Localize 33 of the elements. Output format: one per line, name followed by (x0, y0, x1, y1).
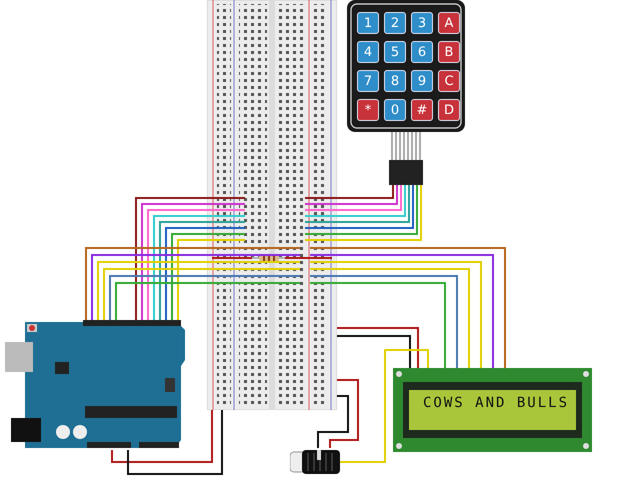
wire (317, 395, 349, 448)
wire (305, 185, 414, 229)
wire (305, 185, 394, 199)
wire (115, 282, 300, 320)
wire (329, 379, 359, 448)
keypad-key: 5 (384, 41, 406, 63)
wire (111, 410, 213, 463)
wire (109, 275, 300, 320)
wire (127, 410, 223, 475)
keypad-key: B (438, 41, 460, 63)
wire (337, 335, 411, 368)
wire (305, 185, 402, 211)
keypad-key: 7 (357, 70, 379, 92)
keypad-key: 3 (411, 12, 433, 34)
keypad-key: A (438, 12, 460, 34)
keypad-key: 8 (384, 70, 406, 92)
wire (340, 349, 429, 463)
keypad-key: 0 (384, 99, 406, 121)
wire (305, 185, 406, 217)
keypad-key: C (438, 70, 460, 92)
keypad-key: # (411, 99, 433, 121)
keypad-key: D (438, 99, 460, 121)
keypad-key: * (357, 99, 379, 121)
wire (310, 282, 446, 368)
keypad-key: 1 (357, 12, 379, 34)
lcd-text: COWS AND BULLS (423, 395, 570, 411)
wire (305, 185, 398, 205)
keypad-key: 2 (384, 12, 406, 34)
keypad-key: 9 (411, 70, 433, 92)
keypad-key: 4 (357, 41, 379, 63)
keypad-key: 6 (411, 41, 433, 63)
wire (305, 185, 410, 223)
wire (337, 327, 419, 368)
